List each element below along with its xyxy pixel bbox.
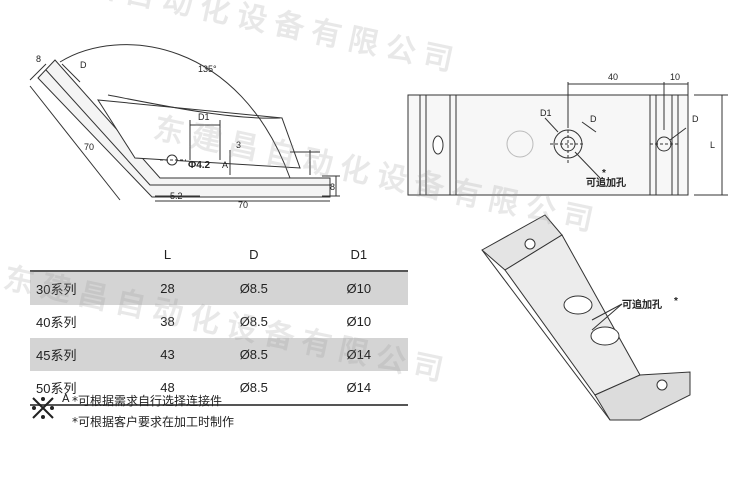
table-header-d: D — [197, 238, 310, 272]
dim-d: D — [80, 60, 87, 70]
cell-series: 45系列 — [30, 338, 137, 371]
top-plate — [407, 94, 689, 196]
cell-l: 43 — [137, 338, 198, 371]
cell-d1: Ø14 — [309, 338, 408, 371]
extra-hole-label: 可追加孔 — [586, 176, 626, 189]
spec-table: L D D1 30系列 28 Ø8.5 Ø10 40系列 38 Ø8.5 Ø10… — [30, 238, 408, 406]
dim-5-2: 5.2 — [170, 191, 183, 201]
dim-40: 40 — [608, 72, 618, 82]
left-slot — [432, 135, 444, 155]
cell-l: 38 — [160, 314, 175, 329]
cell-d: Ø8.5 — [197, 371, 310, 406]
table-header-d1: D1 — [309, 238, 408, 272]
note-mark-icon — [32, 397, 54, 419]
dim-angle: 135° — [198, 64, 217, 74]
dim-d: D — [590, 114, 597, 124]
side-view — [29, 44, 340, 202]
table-header-l: L — [137, 238, 198, 272]
cell-series: 50系列 — [30, 371, 137, 406]
table-row: 50系列 48 Ø8.5 Ø14 — [30, 371, 408, 406]
cell-l: 28 — [137, 271, 198, 305]
cell-d: Ø8.5 — [197, 338, 310, 371]
cell-l: 48 — [137, 371, 198, 406]
cell-d1: Ø14 — [309, 371, 408, 406]
dim-d1: D1 — [540, 108, 552, 118]
table-row: 40系列 38 Ø8.5 Ø10 — [30, 305, 408, 338]
cell-series: 40系列 — [36, 315, 77, 330]
cell-d: Ø8.5 — [197, 271, 310, 305]
note-line-1: *可根据需求自行选择连接件 — [72, 394, 223, 408]
extra-hole-star: * — [602, 168, 606, 179]
dim-8-top: 8 — [36, 54, 41, 64]
dim-8-right: 8 — [330, 182, 335, 192]
top-view-labels: 40 10 D1 D D L * 可追加孔 — [540, 72, 715, 189]
dim-d1: D1 — [198, 112, 210, 122]
angle-arc — [59, 44, 291, 179]
bracket-outline — [37, 59, 331, 198]
side-view-labels: 8 D 135° D1 Φ4.2 A 3 70 5.2 70 8 — [36, 54, 335, 210]
table-row: 45系列 43 Ø8.5 Ø14 — [30, 338, 408, 371]
iso-view — [481, 214, 691, 421]
cell-d1: Ø10 — [346, 314, 372, 329]
table-row: 30系列 28 Ø8.5 Ø10 — [30, 271, 408, 305]
iso-view-labels: 可追加孔 * — [622, 296, 678, 311]
note-line-2: *可根据客户要求在加工时制作 — [72, 415, 235, 429]
dim-l: L — [710, 140, 715, 150]
iso-extra-hole-label: 可追加孔 — [622, 298, 662, 311]
table-header-row: L D D1 — [30, 238, 408, 272]
top-view — [407, 82, 728, 196]
dim-3: 3 — [236, 140, 241, 150]
iso-extra-hole-star: * — [674, 296, 678, 307]
dim-hole-diameter: Φ4.2 — [188, 160, 211, 171]
note-a-prefix: A — [62, 392, 70, 405]
left-hole — [506, 130, 534, 158]
dim-d-right: D — [692, 114, 699, 124]
cell-series: 30系列 — [30, 271, 137, 305]
cell-d1: Ø10 — [309, 271, 408, 305]
cell-d: Ø8.5 — [239, 314, 268, 329]
dim-70-bottom: 70 — [238, 200, 248, 210]
table-header-series — [30, 238, 137, 272]
dim-70-left: 70 — [84, 142, 94, 152]
dim-a: A — [222, 160, 228, 170]
dim-10: 10 — [670, 72, 680, 82]
